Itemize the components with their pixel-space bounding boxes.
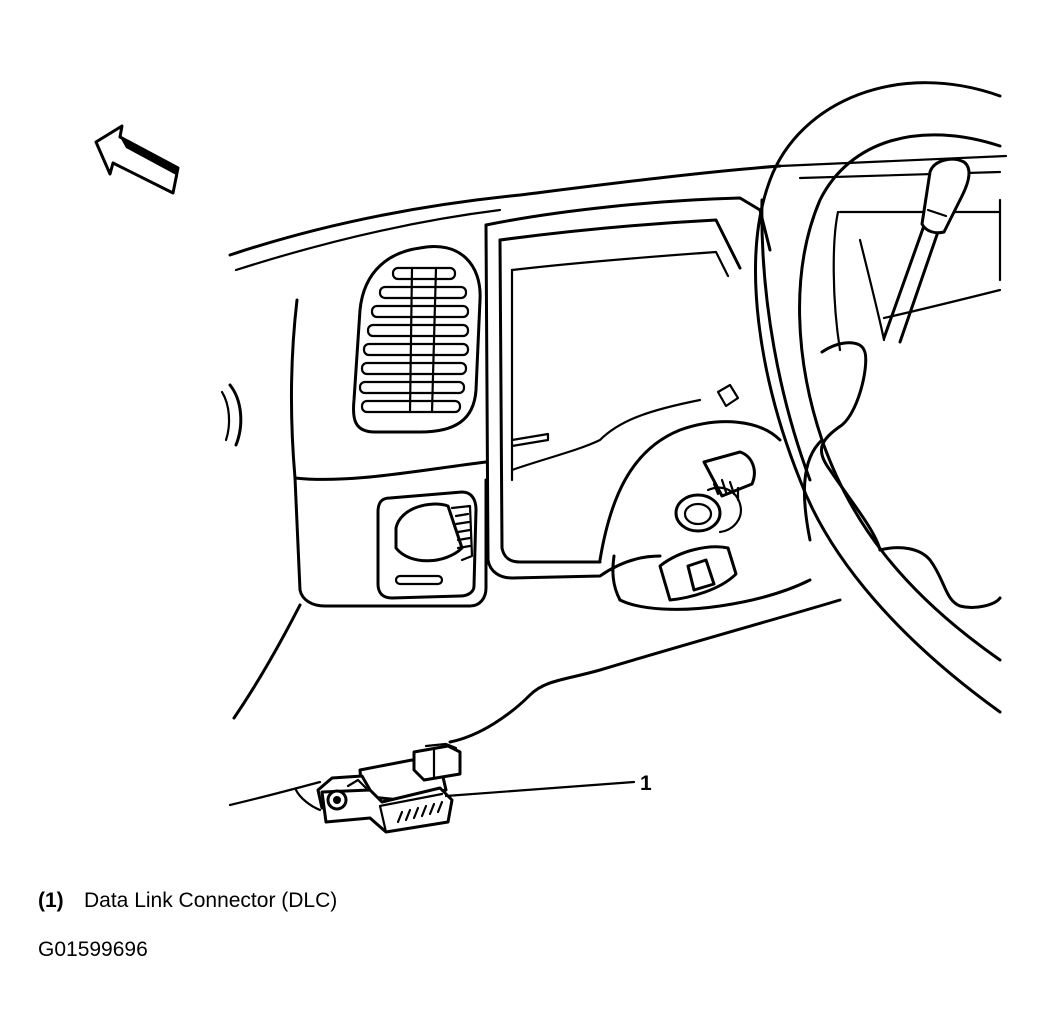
callout-number: 1 bbox=[640, 772, 652, 795]
dashboard-top-edge bbox=[228, 164, 782, 257]
data-link-connector bbox=[316, 742, 462, 834]
steering-wheel bbox=[754, 81, 1008, 714]
instrument-cluster bbox=[484, 196, 772, 252]
legend-number: (1) bbox=[38, 889, 64, 912]
vent-louvers bbox=[358, 266, 470, 414]
headlamp-switch-panel bbox=[376, 490, 478, 600]
legend-label: Data Link Connector (DLC) bbox=[84, 889, 338, 912]
air-vent bbox=[352, 245, 482, 434]
figure-legend: (1) Data Link Connector (DLC) bbox=[38, 889, 337, 913]
forward-arrow-icon bbox=[94, 124, 180, 195]
callout-leader-line bbox=[444, 780, 636, 798]
headlamp-knob bbox=[394, 502, 474, 563]
column-knob bbox=[674, 450, 756, 534]
turn-signal-lever bbox=[882, 157, 971, 344]
figure-id: G01599696 bbox=[38, 938, 148, 961]
tilt-lever bbox=[658, 545, 738, 602]
